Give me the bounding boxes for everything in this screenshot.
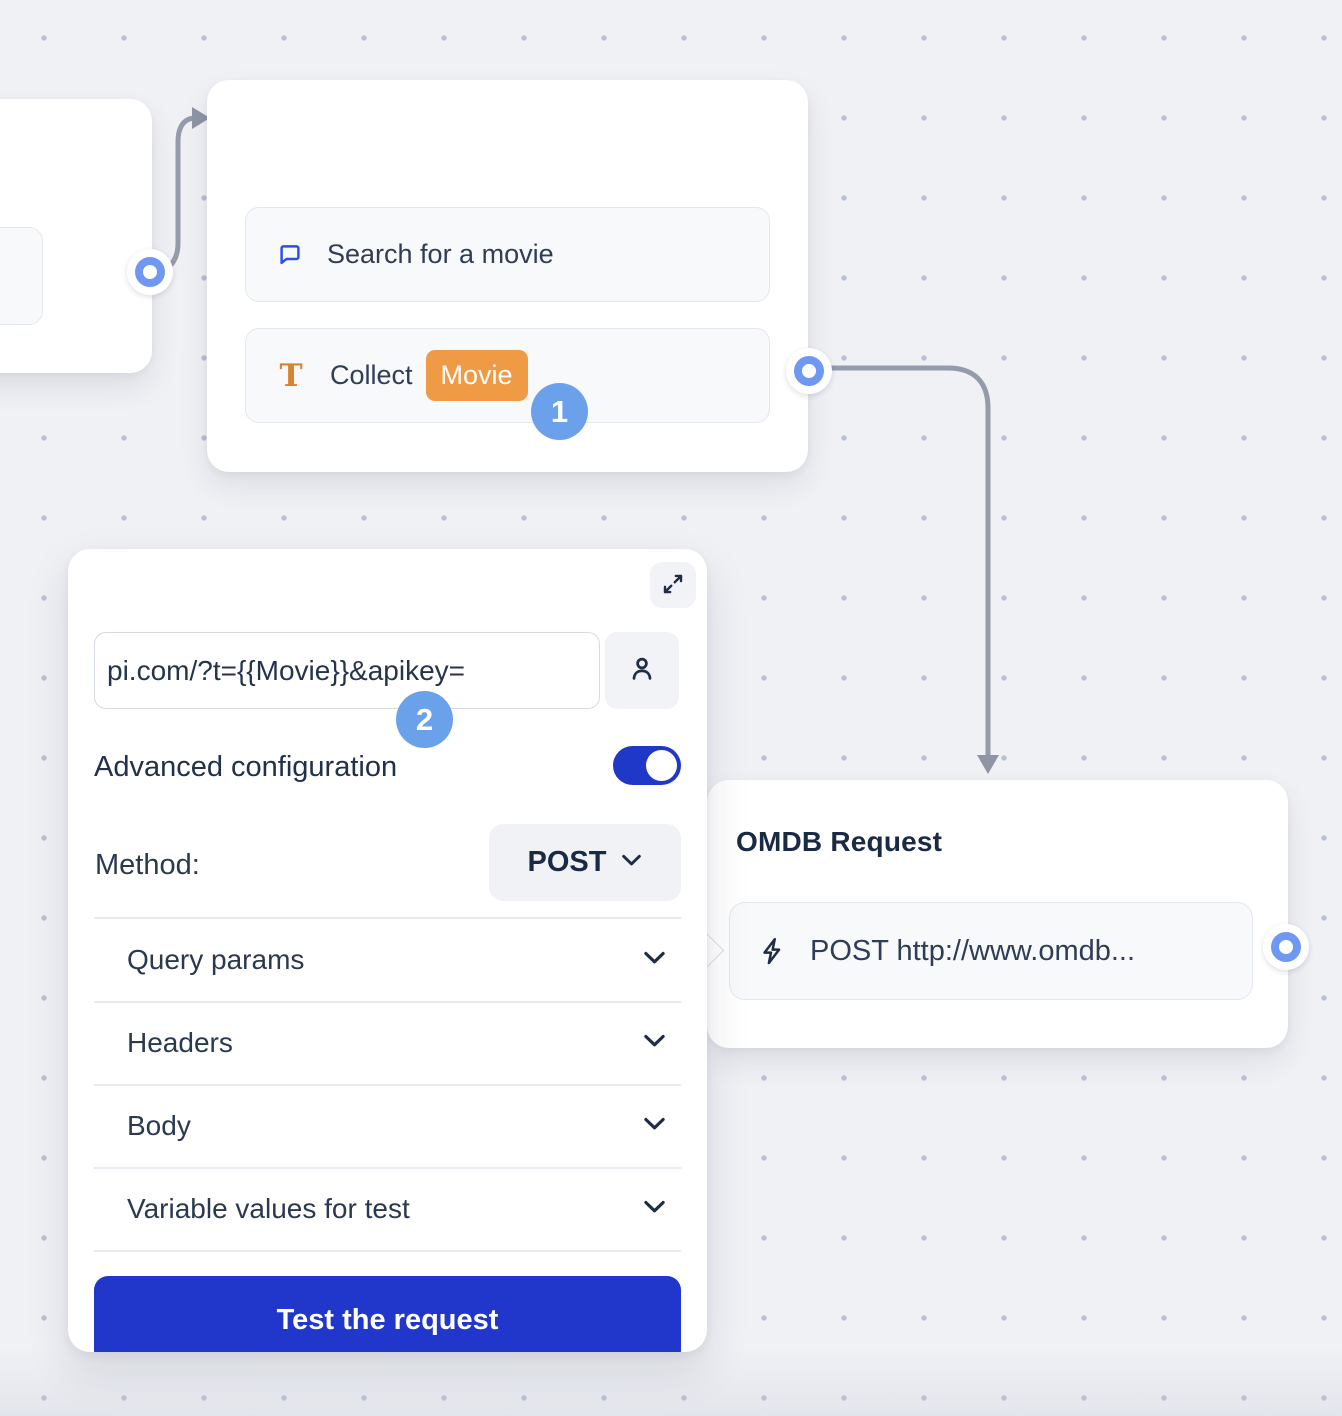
- step-badge-2: 2: [396, 691, 453, 748]
- collect-input-step[interactable]: T Collect Movie: [245, 328, 770, 423]
- chevron-down-icon[interactable]: [643, 1033, 666, 1053]
- advanced-configuration-label: Advanced configuration: [94, 751, 398, 783]
- chevron-down-icon: [621, 853, 642, 872]
- method-value: POST: [527, 846, 607, 878]
- omdb-request-node-card[interactable]: OMDB Request POST http://www.omdb...: [688, 780, 1288, 1048]
- method-select[interactable]: POST: [489, 824, 681, 901]
- assign-user-button[interactable]: [605, 632, 679, 709]
- chevron-down-icon[interactable]: [643, 1116, 666, 1136]
- chevron-down-icon[interactable]: [643, 1199, 666, 1219]
- person-icon: [627, 654, 657, 687]
- send-message-step[interactable]: Search for a movie: [245, 207, 770, 302]
- section-query-params[interactable]: Query params: [94, 919, 681, 1001]
- expand-icon: [660, 571, 686, 600]
- send-message-step-label: Search for a movie: [327, 239, 554, 269]
- partial-node-card[interactable]: [0, 99, 152, 373]
- omdb-request-node-title: OMDB Request: [736, 826, 943, 857]
- divider: [94, 1084, 681, 1086]
- test-request-button[interactable]: Test the request: [94, 1276, 681, 1352]
- divider: [94, 917, 681, 919]
- toggle-knob: [646, 750, 677, 781]
- advanced-configuration-toggle[interactable]: [613, 746, 681, 785]
- text-input-icon: T: [279, 357, 303, 394]
- port-ring: [1271, 932, 1301, 962]
- section-label: Headers: [127, 1027, 233, 1058]
- divider: [94, 1250, 681, 1252]
- webhook-request-step[interactable]: POST http://www.omdb...: [729, 902, 1253, 1000]
- section-variable-values[interactable]: Variable values for test: [94, 1168, 681, 1250]
- section-headers[interactable]: Headers: [94, 1002, 681, 1084]
- section-label: Body: [127, 1110, 191, 1141]
- variable-chip-movie[interactable]: Movie: [425, 349, 528, 402]
- partial-node-item[interactable]: [0, 227, 43, 325]
- expand-panel-button[interactable]: [650, 562, 696, 608]
- chat-bubble-icon: [276, 241, 304, 269]
- collect-step-label: Collect: [330, 360, 413, 390]
- partial-node-output-port[interactable]: [127, 249, 173, 295]
- divider: [94, 1001, 681, 1003]
- divider: [94, 1167, 681, 1169]
- webhook-url-input[interactable]: [94, 632, 600, 709]
- section-body[interactable]: Body: [94, 1085, 681, 1167]
- port-ring: [135, 257, 165, 287]
- method-label: Method:: [95, 849, 200, 881]
- movie-search-output-port[interactable]: [786, 348, 832, 394]
- section-label: Query params: [127, 944, 305, 975]
- lightning-icon: [758, 936, 788, 966]
- movie-search-node-card[interactable]: Movie search Search for a movie T Collec…: [207, 80, 808, 472]
- chevron-down-icon[interactable]: [643, 950, 666, 970]
- webhook-config-panel[interactable]: Advanced configuration Method: POST Quer…: [68, 549, 707, 1352]
- step-badge-1: 1: [531, 383, 588, 440]
- omdb-request-output-port[interactable]: [1263, 924, 1309, 970]
- port-ring: [794, 356, 824, 386]
- section-label: Variable values for test: [127, 1193, 410, 1224]
- webhook-request-step-label: POST http://www.omdb...: [810, 934, 1136, 967]
